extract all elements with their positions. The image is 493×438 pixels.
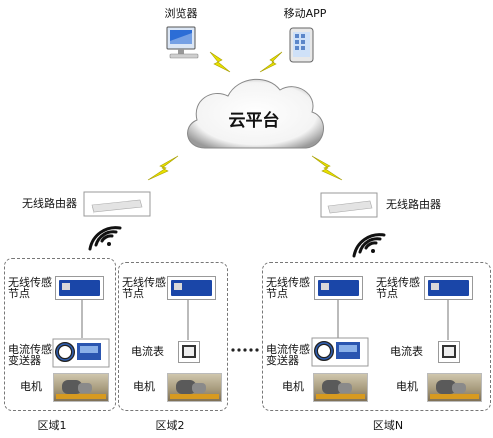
wifi-right-icon [352,233,386,258]
zone2-sensor-node-label: 无线传感 节点 [122,276,166,300]
zone2-meter-label: 电流表 [131,345,164,358]
zoneN-right-motor-label: 电机 [396,380,418,393]
zoneN-caption: 区域N [372,419,404,432]
zone2-caption: 区域2 [155,419,185,432]
zone1-sensor-node-label: 无线传感 节点 [8,276,52,300]
zoneN-right-meter-label: 电流表 [390,345,423,358]
zone1-motor-label: 电机 [20,380,42,393]
zoneN-left-transmitter-label: 电流传感 变送器 [266,343,310,367]
zoneN-right-sensor-node-board [424,276,473,300]
lightning-app-cloud-icon [259,51,283,73]
zone2-motor-photo [167,373,222,402]
zone1-transmitter-label: 电流传感 变送器 [8,343,52,367]
router-right-icon [320,192,378,218]
wifi-left-icon [88,226,122,251]
lightning-right-router-cloud-icon [311,155,343,181]
zoneN-right-motor-photo [427,373,482,402]
zoneN-left-sensor-node-label: 无线传感 节点 [266,276,310,300]
browser-label: 浏览器 [164,7,198,20]
connector-lines [81,300,449,340]
zone-1-box [4,258,116,411]
zoneN-left-sensor-node-board [314,276,363,300]
mobile-phone-icon [289,27,314,63]
zone-2-box [118,262,228,411]
zoneN-left-motor-photo [313,373,368,402]
lightning-left-router-cloud-icon [147,155,179,181]
zoneN-right-ammeter-icon [438,341,460,363]
current-transmitter-zoneN-icon [311,337,369,367]
mobile-app-label: 移动APP [283,7,327,20]
zone1-caption: 区域1 [37,419,67,432]
zoneN-right-sensor-node-label: 无线传感 节点 [376,276,420,300]
zone2-ammeter-icon [178,341,200,363]
current-transmitter-zone1-icon [52,338,110,368]
zone1-motor-photo [53,373,109,402]
wireless-links [147,51,343,181]
cloud-shape [187,78,324,149]
router-left-label: 无线路由器 [22,197,77,210]
lightning-browser-cloud-icon [209,51,231,73]
router-right-label: 无线路由器 [386,198,441,211]
zoneN-left-motor-label: 电机 [282,380,304,393]
zone1-sensor-node-board [55,276,104,300]
zone2-motor-label: 电机 [133,380,155,393]
cloud-platform-label: 云平台 [228,111,280,131]
router-left-icon [83,191,151,217]
zone-N-box [262,262,491,411]
zone2-sensor-node-board [167,276,216,300]
ellipsis-dots [231,348,259,352]
monitor-icon [166,26,199,59]
